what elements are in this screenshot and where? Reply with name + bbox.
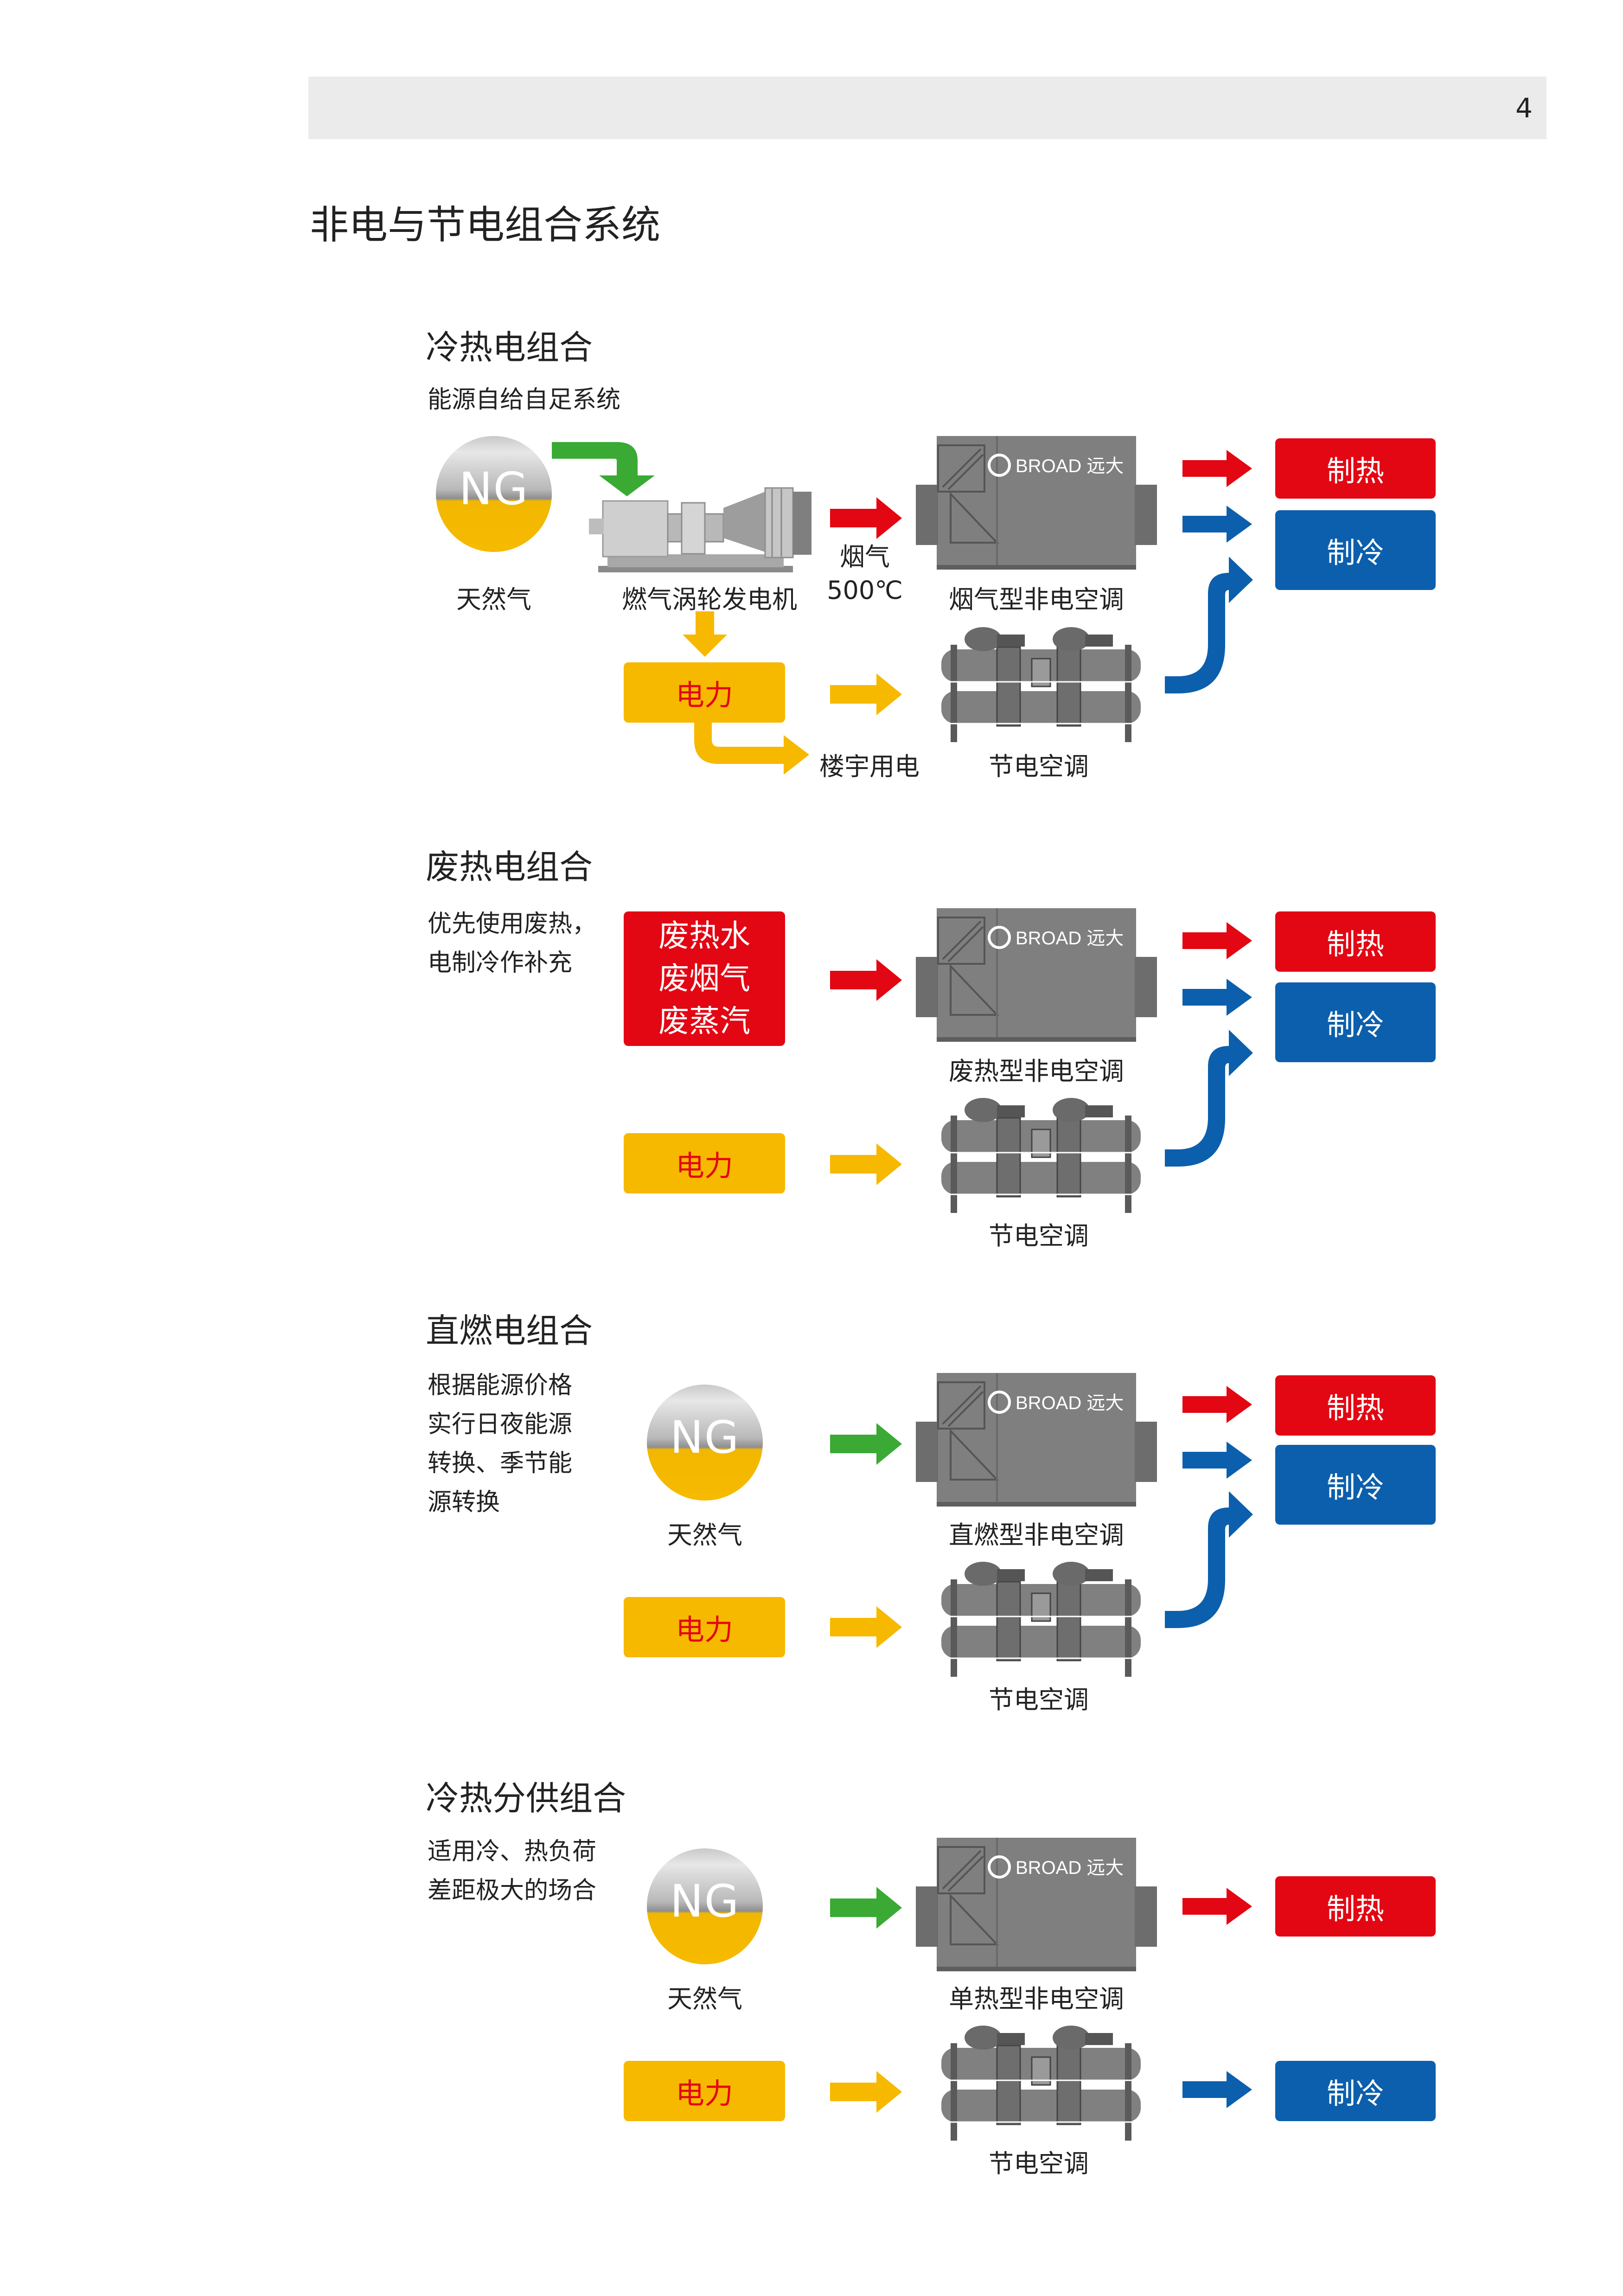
ng-gas-sphere-icon: NG — [647, 1385, 763, 1501]
chiller-label: 直燃型非电空调 — [949, 1520, 1124, 1550]
blue-curved-arrow-icon — [1165, 1491, 1253, 1628]
brand-text: BROAD 远大 — [1016, 928, 1124, 949]
electric-chiller-unit-icon — [937, 1562, 1145, 1677]
yellow-down-arrow-icon — [683, 611, 727, 657]
absorption-chiller-unit-icon: BROAD 远大 — [916, 436, 1157, 570]
red-arrow-icon — [830, 497, 902, 539]
section-title: 废热电组合 — [426, 847, 593, 886]
section-desc: 根据能源价格 实行日夜能源 转换、季节能 源转换 — [428, 1372, 573, 1516]
ng-label: 天然气 — [667, 1984, 742, 2014]
chiller-label: 烟气型非电空调 — [949, 585, 1124, 614]
brand-text: BROAD 远大 — [1016, 1858, 1124, 1878]
cool-output-box: 制冷 — [1275, 1445, 1436, 1525]
ng-gas-sphere-icon: NG — [647, 1848, 763, 1964]
header-bar: 4 — [308, 77, 1546, 139]
elec-chiller-label: 节电空调 — [989, 1221, 1089, 1251]
cool-output-box: 制冷 — [1275, 510, 1436, 590]
blue-arrow-icon — [1182, 1442, 1252, 1479]
cool-output-box: 制冷 — [1275, 2061, 1436, 2121]
elec-chiller-label: 节电空调 — [989, 2149, 1089, 2178]
section-desc: 能源自给自足系统 — [428, 386, 621, 414]
power-box: 电力 — [624, 662, 785, 723]
ng-label: 天然气 — [456, 585, 531, 614]
elec-chiller-label: 节电空调 — [989, 1685, 1089, 1714]
red-arrow-icon — [1182, 450, 1252, 487]
ng-gas-sphere-icon: NG — [436, 436, 552, 552]
brand-text: BROAD 远大 — [1016, 456, 1124, 476]
brand-text: BROAD 远大 — [1016, 1393, 1124, 1413]
blue-arrow-icon — [1182, 506, 1252, 543]
flue-gas-label: 烟气 500℃ — [827, 542, 903, 605]
green-arrow-icon — [830, 1887, 902, 1929]
red-arrow-icon — [1182, 1386, 1252, 1423]
gas-turbine-generator-icon — [589, 487, 812, 572]
red-arrow-icon — [1182, 922, 1252, 959]
section-title: 冷热电组合 — [426, 328, 593, 367]
power-box: 电力 — [624, 2061, 785, 2121]
electric-chiller-unit-icon — [937, 2026, 1145, 2141]
heat-output-box: 制热 — [1275, 1375, 1436, 1436]
red-arrow-icon — [1182, 1888, 1252, 1925]
green-arrow-icon — [552, 442, 655, 496]
heat-output-box: 制热 — [1275, 911, 1436, 972]
chiller-label: 废热型非电空调 — [949, 1057, 1124, 1086]
electric-chiller-unit-icon — [937, 627, 1145, 742]
ng-label: 天然气 — [667, 1520, 742, 1550]
section-desc: 优先使用废热， 电制冷作补充 — [428, 910, 597, 977]
absorption-chiller-unit-icon: BROAD 远大 — [916, 1373, 1157, 1507]
absorption-chiller-unit-icon: BROAD 远大 — [916, 1838, 1157, 1971]
power-box: 电力 — [624, 1133, 785, 1193]
cool-output-box: 制冷 — [1275, 982, 1436, 1062]
elec-chiller-label: 节电空调 — [989, 752, 1089, 781]
building-power-label: 楼宇用电 — [819, 752, 920, 781]
page-title: 非电与节电组合系统 — [310, 202, 661, 248]
section-title: 冷热分供组合 — [426, 1779, 626, 1818]
blue-curved-arrow-icon — [1165, 557, 1253, 693]
section-desc: 适用冷、热负荷 差距极大的场合 — [428, 1838, 597, 1905]
green-arrow-icon — [830, 1423, 902, 1465]
red-arrow-icon — [830, 959, 902, 1001]
heat-output-box: 制热 — [1275, 438, 1436, 499]
power-box: 电力 — [624, 1597, 785, 1657]
blue-arrow-icon — [1182, 979, 1252, 1016]
yellow-arrow-icon — [830, 1606, 902, 1648]
waste-heat-box: 废热水 废烟气 废蒸汽 — [624, 911, 785, 1046]
yellow-l-arrow-icon — [694, 721, 809, 775]
chiller-label: 单热型非电空调 — [949, 1984, 1124, 2014]
heat-output-box: 制热 — [1275, 1876, 1436, 1937]
blue-curved-arrow-icon — [1165, 1030, 1253, 1167]
blue-arrow-icon — [1182, 2071, 1252, 2108]
page-number: 4 — [1515, 92, 1533, 124]
section-title: 直燃电组合 — [426, 1311, 593, 1350]
electric-chiller-unit-icon — [937, 1098, 1145, 1213]
yellow-arrow-icon — [830, 673, 902, 715]
yellow-arrow-icon — [830, 1143, 902, 1185]
turbine-label: 燃气涡轮发电机 — [622, 585, 797, 614]
yellow-arrow-icon — [830, 2071, 902, 2113]
absorption-chiller-unit-icon: BROAD 远大 — [916, 908, 1157, 1042]
